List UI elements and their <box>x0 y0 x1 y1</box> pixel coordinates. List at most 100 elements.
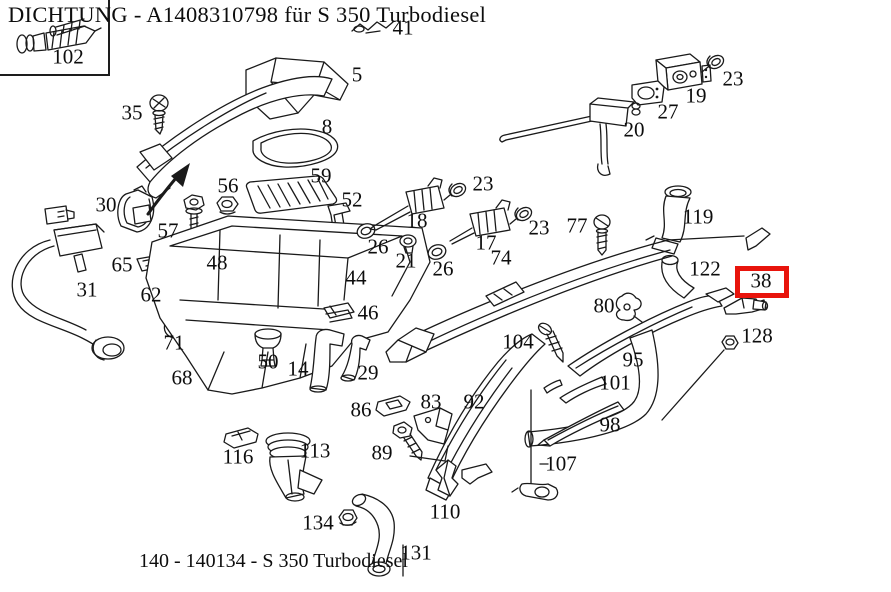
part-107-gasket-drawing <box>511 389 559 501</box>
part-19-switch-drawing <box>655 53 712 91</box>
part-label-23[interactable]: 23 <box>722 66 744 91</box>
part-86-clip-drawing <box>375 395 411 417</box>
part-21-grommet-drawing <box>399 234 417 254</box>
part-label-86[interactable]: 86 <box>350 397 372 422</box>
part-label-134[interactable]: 134 <box>302 510 334 535</box>
part-label-110[interactable]: 110 <box>429 499 461 524</box>
part-label-26[interactable]: 26 <box>367 234 389 259</box>
inset-part-box <box>0 0 110 76</box>
part-label-77[interactable]: 77 <box>566 213 588 238</box>
part-label-113[interactable]: 113 <box>299 438 331 463</box>
part-label-52[interactable]: 52 <box>341 187 363 212</box>
part-8-gasket-drawing <box>252 128 339 168</box>
part-label-30[interactable]: 30 <box>95 192 117 217</box>
part-label-27[interactable]: 27 <box>657 99 679 124</box>
part-label-18[interactable]: 18 <box>406 208 428 233</box>
part-122-duct-drawing <box>661 254 695 299</box>
part-label-31[interactable]: 31 <box>76 277 98 302</box>
part-83-bracket-drawing <box>409 407 453 462</box>
part-label-107[interactable]: 107 <box>545 451 577 476</box>
part-18-sensor-drawing <box>369 177 445 231</box>
part-92-duct-drawing <box>425 333 546 501</box>
part-label-95[interactable]: 95 <box>622 347 644 372</box>
part-label-101[interactable]: 101 <box>599 370 631 395</box>
part-29-duct-drawing <box>340 334 371 382</box>
part-label-38[interactable]: 38 <box>750 268 772 293</box>
highlight-box-part-38 <box>735 266 789 298</box>
part-label-21[interactable]: 21 <box>395 248 417 273</box>
part-label-17[interactable]: 17 <box>475 230 497 255</box>
part-label-131[interactable]: 131 <box>400 540 432 565</box>
part-label-56[interactable]: 56 <box>217 173 239 198</box>
part-label-29[interactable]: 29 <box>357 360 379 385</box>
part-104-screw-drawing <box>537 322 564 363</box>
part-label-5[interactable]: 5 <box>351 62 363 87</box>
part-44-hvac-housing-drawing <box>145 215 431 395</box>
part-23-plug-drawing-2 <box>509 206 533 225</box>
part-89-bolt-drawing <box>392 421 423 461</box>
part-label-102[interactable]: 102 <box>52 44 84 69</box>
part-131-duct-drawing <box>351 493 404 577</box>
part-label-50[interactable]: 50 <box>257 349 279 374</box>
part-label-104[interactable]: 104 <box>502 329 534 354</box>
part-50-funnel-drawing <box>254 328 282 367</box>
part-label-68[interactable]: 68 <box>171 365 193 390</box>
part-134-nut-drawing <box>338 509 358 526</box>
part-23-plug-drawing <box>443 182 467 201</box>
part-119-duct-drawing <box>645 185 692 255</box>
part-label-128[interactable]: 128 <box>741 323 773 348</box>
part-label-57[interactable]: 57 <box>157 218 179 243</box>
part-label-65[interactable]: 65 <box>111 252 133 277</box>
part-label-35[interactable]: 35 <box>121 100 143 125</box>
part-31-harness-drawing <box>11 205 125 361</box>
part-label-20[interactable]: 20 <box>623 117 645 142</box>
part-label-80[interactable]: 80 <box>593 293 615 318</box>
part-14-duct-drawing <box>309 328 345 393</box>
part-35-screw-drawing <box>149 94 169 135</box>
part-label-71[interactable]: 71 <box>163 330 185 355</box>
part-102-anchor-drawing <box>16 18 102 54</box>
part-label-14[interactable]: 14 <box>287 356 309 381</box>
part-116-clip-drawing <box>223 427 259 449</box>
part-label-89[interactable]: 89 <box>371 440 393 465</box>
part-46-clip-drawing <box>323 302 355 323</box>
part-41-clip-drawing <box>351 21 394 34</box>
assembly-direction-arrow <box>146 163 190 216</box>
part-label-23[interactable]: 23 <box>472 171 494 196</box>
part-26-seal-ring-drawing-2 <box>427 244 447 260</box>
part-27-bracket-drawing <box>631 80 665 106</box>
part-label-41[interactable]: 41 <box>392 15 414 40</box>
part-5-cowl-cover-drawing <box>136 57 349 199</box>
part-95-duct-drawing <box>524 287 735 448</box>
part-label-62[interactable]: 62 <box>140 282 162 307</box>
part-label-98[interactable]: 98 <box>599 412 621 437</box>
part-113-duct-drawing <box>265 432 323 502</box>
diagram-caption: 140 - 140134 - S 350 Turbodiesel <box>139 550 408 572</box>
part-label-19[interactable]: 19 <box>685 83 707 108</box>
part-77-screw-drawing <box>593 214 611 256</box>
part-label-122[interactable]: 122 <box>689 256 721 281</box>
part-128-nut-drawing <box>661 335 739 421</box>
part-label-44[interactable]: 44 <box>345 265 367 290</box>
part-38-bracket-drawing <box>723 297 769 315</box>
part-59-grille-drawing <box>245 175 338 214</box>
part-label-48[interactable]: 48 <box>206 250 228 275</box>
part-17-sensor-drawing <box>449 199 511 245</box>
part-label-119[interactable]: 119 <box>682 204 714 229</box>
part-label-26[interactable]: 26 <box>432 256 454 281</box>
part-label-92[interactable]: 92 <box>463 389 485 414</box>
part-23-plug-drawing-3 <box>701 54 725 73</box>
part-label-74[interactable]: 74 <box>490 245 512 270</box>
part-label-59[interactable]: 59 <box>310 163 332 188</box>
part-label-23[interactable]: 23 <box>528 215 550 240</box>
part-label-83[interactable]: 83 <box>420 389 442 414</box>
page-title: DICHTUNG - A1408310798 für S 350 Turbodi… <box>8 2 487 27</box>
part-label-46[interactable]: 46 <box>357 300 379 325</box>
part-110-bracket-drawing <box>435 459 493 497</box>
part-label-8[interactable]: 8 <box>321 114 333 139</box>
part-label-116[interactable]: 116 <box>222 444 254 469</box>
part-80-clip-drawing <box>615 292 643 323</box>
